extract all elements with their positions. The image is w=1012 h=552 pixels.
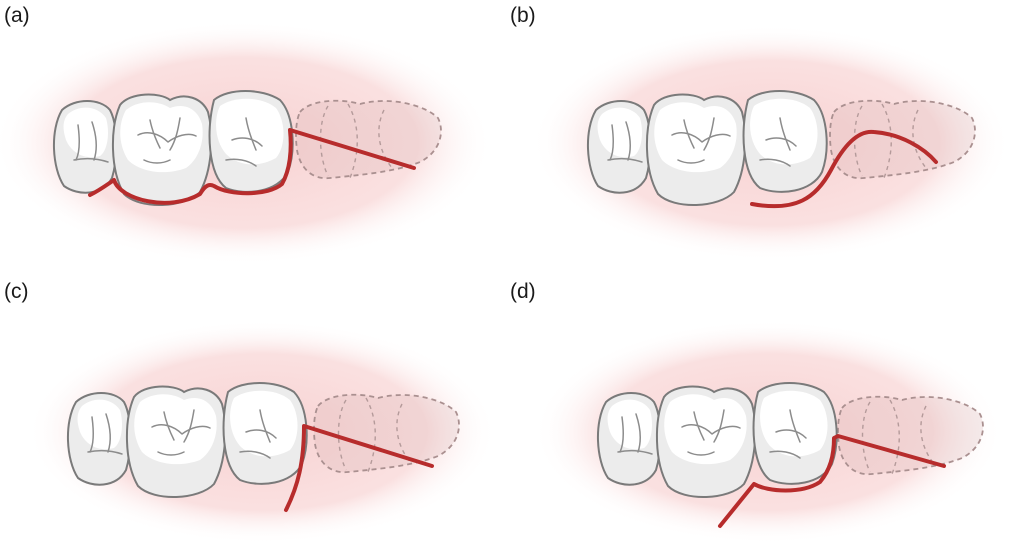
second-molar-tooth	[744, 91, 827, 192]
first-molar-tooth	[113, 95, 211, 206]
panel-label-b: (b)	[510, 4, 536, 28]
panel-label-a: (a)	[4, 4, 30, 28]
premolar-tooth	[68, 393, 130, 485]
second-molar-tooth	[224, 383, 307, 484]
panel-d: (d)	[506, 276, 1012, 552]
panel-label-c: (c)	[4, 280, 29, 304]
first-molar-tooth	[127, 387, 225, 498]
premolar-tooth	[598, 393, 660, 485]
diagram-a	[0, 0, 506, 276]
panel-label-d: (d)	[510, 280, 536, 304]
diagram-b	[506, 0, 1012, 276]
diagram-c	[0, 276, 506, 552]
first-molar-tooth	[647, 95, 745, 206]
panel-b: (b)	[506, 0, 1012, 276]
premolar-tooth	[54, 101, 116, 193]
panel-c: (c)	[0, 276, 506, 552]
first-molar-tooth	[657, 387, 755, 498]
second-molar-tooth	[754, 383, 837, 484]
premolar-tooth	[588, 101, 650, 193]
panel-a: (a)	[0, 0, 506, 276]
diagram-d	[506, 276, 1012, 552]
second-molar-tooth	[210, 91, 293, 192]
